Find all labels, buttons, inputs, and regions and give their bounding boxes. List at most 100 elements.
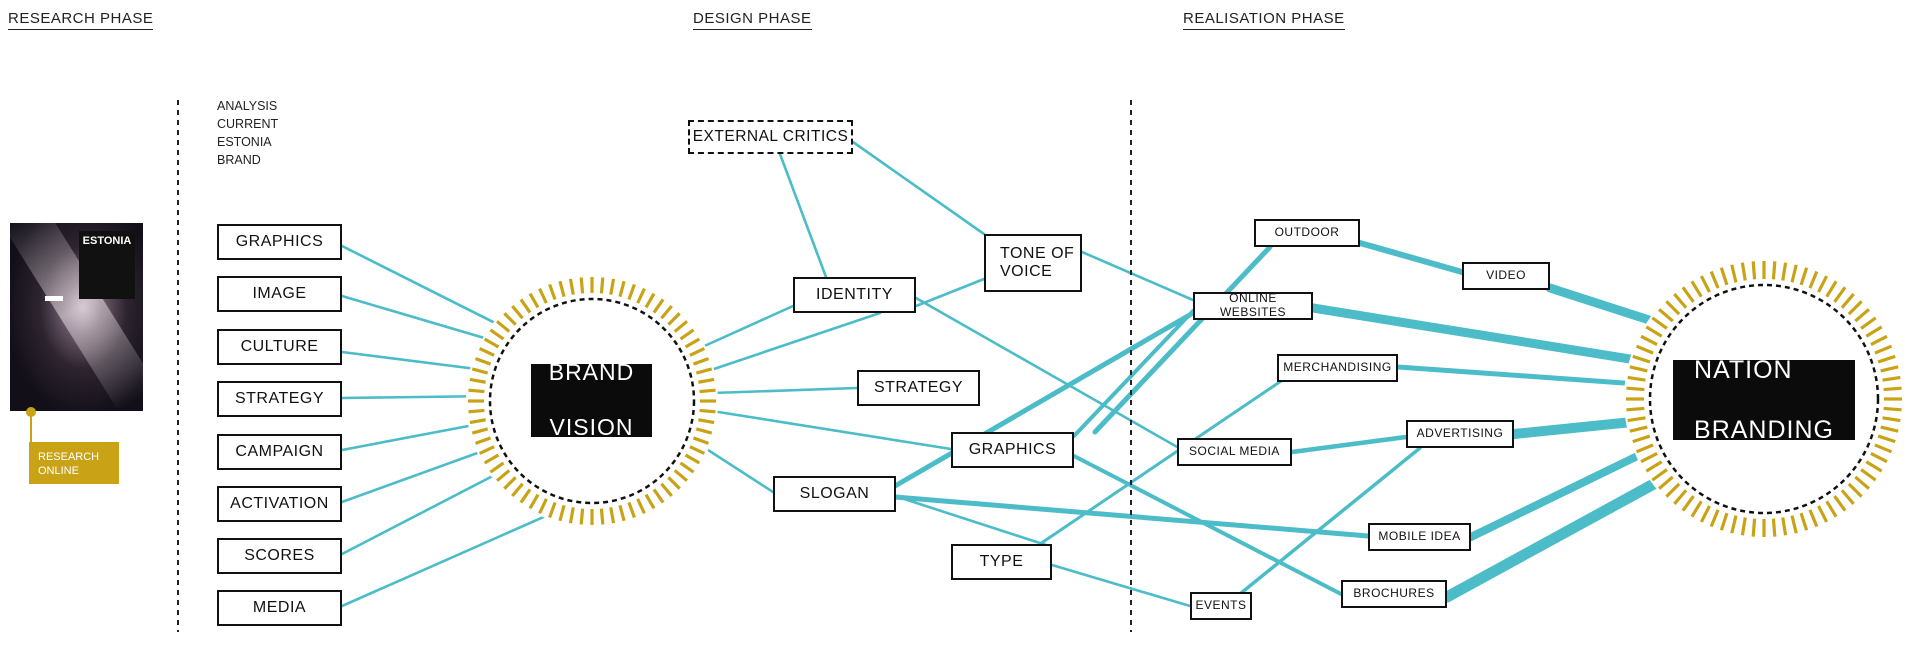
- photo-label: ESTONIA: [79, 231, 135, 299]
- sunburst-tick: [478, 347, 495, 357]
- sunburst-tick: [528, 292, 540, 309]
- connector-input: [340, 244, 517, 335]
- sunburst-tick: [568, 507, 575, 524]
- connector-design-realisation: [1072, 309, 1195, 438]
- sunburst-tick: [1840, 489, 1855, 505]
- sunburst-tick: [1658, 308, 1674, 323]
- sunburst-tick: [1627, 375, 1646, 382]
- input-scores[interactable]: SCORES: [217, 538, 342, 574]
- sunburst-tick: [548, 501, 557, 519]
- node-mobile-idea[interactable]: MOBILE IDEA: [1368, 523, 1471, 551]
- sunburst-tick: [1847, 482, 1863, 498]
- sunburst-tick: [1699, 505, 1711, 523]
- input-strategy[interactable]: STRATEGY: [217, 381, 342, 417]
- sunburst-tick: [679, 328, 695, 341]
- connector-input: [340, 464, 514, 556]
- sunburst-tick: [1632, 354, 1651, 364]
- input-campaign[interactable]: CAMPAIGN: [217, 434, 342, 470]
- research-tag-line: ONLINE: [38, 465, 79, 477]
- node-graphics[interactable]: GRAPHICS: [951, 432, 1074, 468]
- connector-nation: [1441, 468, 1678, 603]
- node-advertising[interactable]: ADVERTISING: [1406, 420, 1514, 448]
- input-activation[interactable]: ACTIVATION: [217, 486, 342, 522]
- connector-design: [778, 152, 828, 279]
- sunburst-tick: [698, 377, 715, 384]
- sunburst-tick: [667, 312, 681, 326]
- node-events[interactable]: EVENTS: [1190, 592, 1252, 620]
- input-media[interactable]: MEDIA: [217, 590, 342, 626]
- analysis-note-line: CURRENT: [217, 117, 279, 131]
- sunburst-tick: [692, 436, 710, 445]
- sunburst-tick: [1870, 334, 1888, 346]
- sunburst-tick: [1790, 515, 1798, 534]
- sunburst-tick: [511, 482, 524, 498]
- sunburst-tick: [1874, 344, 1893, 355]
- nation-branding-label[interactable]: NATION BRANDING: [1673, 356, 1855, 444]
- nation-branding-line: BRANDING: [1694, 416, 1834, 444]
- sunburst-tick: [471, 427, 489, 435]
- sunburst-tick: [652, 488, 665, 504]
- sunburst-tick: [1860, 468, 1877, 482]
- sunburst-tick: [660, 482, 673, 498]
- brand-vision-line: BRAND: [548, 359, 635, 386]
- input-culture[interactable]: CULTURE: [217, 329, 342, 365]
- photo-marker: [45, 296, 63, 301]
- sunburst-tick: [558, 280, 566, 298]
- sunburst-tick: [568, 278, 575, 295]
- sunburst-tick: [599, 277, 605, 294]
- sunburst-tick: [1626, 406, 1645, 412]
- input-image[interactable]: IMAGE: [217, 276, 342, 312]
- node-brochures[interactable]: BROCHURES: [1341, 580, 1447, 608]
- sunburst-tick: [558, 504, 566, 522]
- sunburst-tick: [1799, 267, 1809, 286]
- sunburst-tick: [699, 388, 716, 394]
- sunburst-tick: [1665, 300, 1681, 316]
- connector-design: [1080, 250, 1195, 302]
- estonia-sky-photo[interactable]: ESTONIA: [10, 223, 143, 411]
- sunburst-tick: [1740, 517, 1747, 536]
- node-online-websites[interactable]: ONLINE WEBSITES: [1193, 291, 1313, 320]
- sunburst-tick: [1651, 316, 1668, 330]
- node-external-critics[interactable]: EXTERNAL CRITICS: [688, 120, 853, 154]
- sunburst-tick: [627, 283, 636, 301]
- connector-input: [340, 498, 584, 608]
- node-merchandising[interactable]: MERCHANDISING: [1277, 354, 1398, 382]
- node-tone-of-voice[interactable]: TONE OF VOICE: [984, 234, 1082, 292]
- brand-vision-label[interactable]: BRAND VISION: [531, 359, 652, 440]
- sunburst-tick: [1865, 460, 1883, 473]
- sunburst-tick: [489, 328, 505, 341]
- input-graphics[interactable]: GRAPHICS: [217, 224, 342, 260]
- sunburst-tick: [1645, 325, 1663, 338]
- sunburst-tick: [468, 408, 485, 414]
- node-video[interactable]: VIDEO: [1462, 262, 1550, 290]
- node-type[interactable]: TYPE: [951, 544, 1052, 580]
- sunburst-tick: [1825, 500, 1838, 518]
- brand-vision-line: VISION: [549, 414, 634, 441]
- sunburst-tick: [627, 501, 636, 519]
- node-outdoor[interactable]: OUTDOOR: [1254, 219, 1360, 247]
- research-online-tag[interactable]: RESEARCH ONLINE: [29, 442, 119, 484]
- sunburst-tick: [1882, 416, 1901, 423]
- node-identity[interactable]: IDENTITY: [793, 277, 916, 313]
- sunburst-tick: [1877, 354, 1896, 364]
- sunburst-tick: [495, 469, 511, 482]
- sunburst-tick: [636, 498, 646, 515]
- sunburst-tick: [579, 277, 585, 294]
- sunburst-tick: [660, 304, 673, 320]
- node-social-media[interactable]: SOCIAL MEDIA: [1177, 438, 1292, 466]
- sunburst-tick: [644, 493, 656, 510]
- connector-nation: [1467, 441, 1664, 541]
- sunburst-tick: [1865, 325, 1883, 338]
- node-slogan[interactable]: SLOGAN: [773, 476, 896, 512]
- sunburst-tick: [695, 367, 713, 375]
- sunburst-tick: [519, 488, 532, 504]
- sunburst-tick: [609, 507, 616, 524]
- sunburst-tick: [1730, 515, 1738, 534]
- sunburst-tick: [699, 408, 716, 414]
- sunburst-tick: [684, 453, 701, 465]
- connector-brand-design: [703, 311, 882, 374]
- connector-brand-design: [703, 446, 775, 494]
- sunburst-tick: [1847, 300, 1863, 316]
- sunburst-tick: [679, 461, 695, 474]
- node-strategy[interactable]: STRATEGY: [857, 370, 980, 406]
